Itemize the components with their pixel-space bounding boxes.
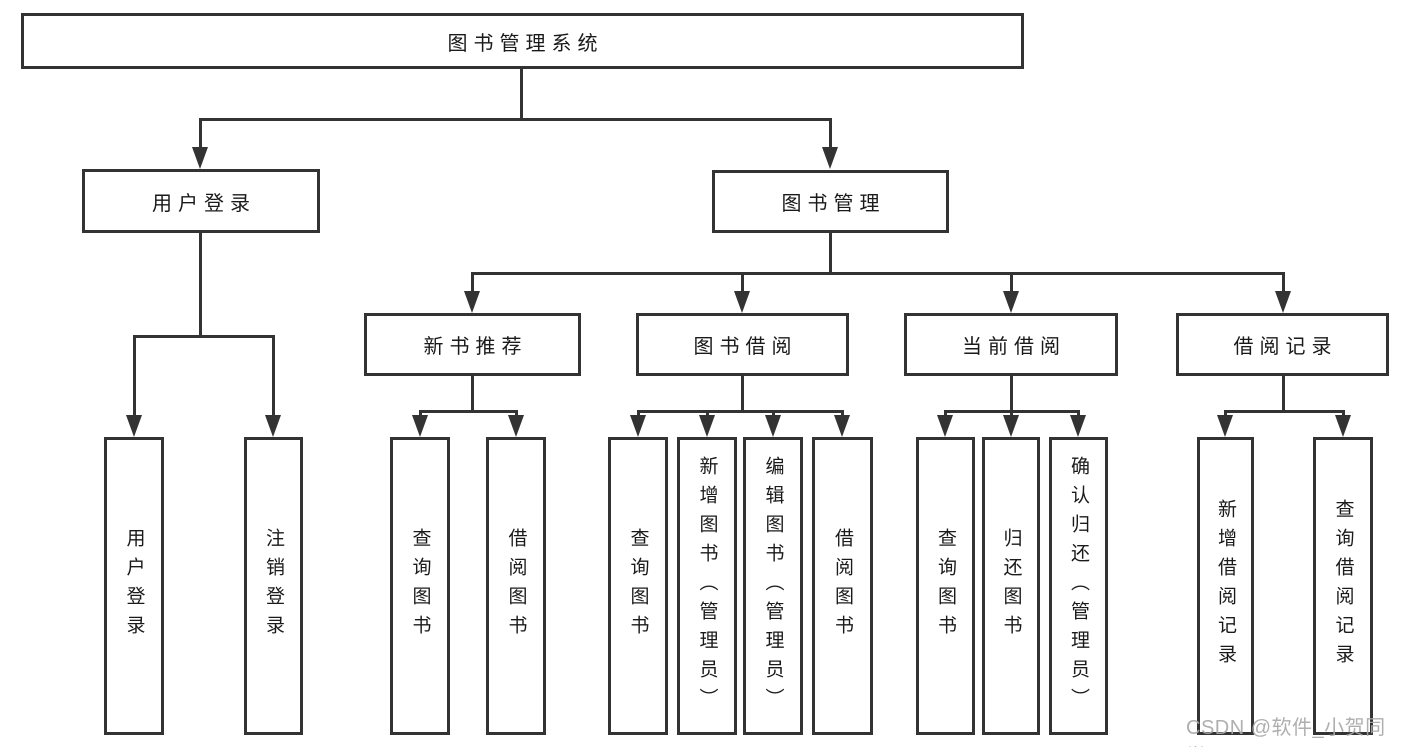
connector-to-query-record: [1342, 410, 1345, 417]
arrowhead-leaf-login: [126, 415, 142, 437]
connector-to-edit-book: [772, 410, 775, 417]
connector-to-borrow-book-2: [841, 410, 844, 417]
node-borrow-record: 借阅记录: [1176, 313, 1389, 376]
node-root-library-system: 图书管理系统: [21, 13, 1024, 69]
leaf-confirm-return-admin: 确认归还（管理员）: [1049, 437, 1108, 735]
connector-borrow-record-stub: [1282, 376, 1285, 410]
connector-to-current-borrow: [1010, 272, 1013, 293]
connector-book-borrow-rail: [637, 410, 843, 413]
connector-to-leaf-login: [133, 335, 136, 417]
connector-to-add-book: [706, 410, 709, 417]
node-book-borrow: 图书借阅: [636, 313, 849, 376]
connector-to-borrow-record: [1282, 272, 1285, 293]
connector-root-stub: [520, 68, 523, 119]
arrowhead-leaf-logout: [265, 415, 281, 437]
arrowhead-user-login: [192, 147, 208, 169]
connector-to-query-book-2: [637, 410, 640, 417]
leaf-logout: 注销登录: [244, 437, 303, 735]
connector-level3-rail: [471, 272, 1284, 275]
node-current-borrow: 当前借阅: [904, 313, 1118, 376]
connector-to-return-book: [1010, 410, 1013, 417]
arrowhead-book-borrow: [734, 291, 750, 313]
leaf-borrow-book-recommend: 借阅图书: [486, 437, 546, 735]
connector-new-book-rail: [419, 410, 517, 413]
arrowhead-new-book: [464, 291, 480, 313]
node-book-management: 图书管理: [712, 170, 949, 233]
connector-to-query-book-3: [944, 410, 947, 417]
arrowhead-borrow-book-2: [834, 415, 850, 437]
arrowhead-confirm-return: [1070, 415, 1086, 437]
leaf-add-borrow-record: 新增借阅记录: [1197, 437, 1254, 735]
arrowhead-borrow-record: [1275, 291, 1291, 313]
connector-to-book-borrow: [741, 272, 744, 293]
csdn-watermark: CSDN @软件_小贺同学: [1186, 717, 1386, 747]
node-user-login: 用户登录: [82, 169, 320, 233]
leaf-return-book: 归还图书: [982, 437, 1040, 735]
arrowhead-return-book: [1003, 415, 1019, 437]
leaf-query-book-borrow: 查询图书: [608, 437, 668, 735]
arrowhead-add-book: [699, 415, 715, 437]
connector-current-borrow-stub: [1010, 376, 1013, 410]
arrowhead-edit-book: [765, 415, 781, 437]
arrowhead-add-record: [1217, 415, 1233, 437]
leaf-borrow-book: 借阅图书: [812, 437, 873, 735]
connector-to-book-management: [829, 118, 832, 149]
arrowhead-query-book-3: [937, 415, 953, 437]
connector-to-query-book-1: [419, 410, 422, 417]
connector-book-management-stub: [829, 232, 832, 272]
connector-to-leaf-logout: [272, 335, 275, 417]
connector-to-user-login: [199, 118, 202, 149]
node-new-book-recommend: 新书推荐: [364, 313, 581, 376]
leaf-query-borrow-record: 查询借阅记录: [1313, 437, 1373, 735]
arrowhead-borrow-book-1: [508, 415, 524, 437]
connector-level2-rail: [199, 118, 832, 121]
leaf-query-book-current: 查询图书: [916, 437, 975, 735]
connector-user-login-rail: [133, 335, 274, 338]
arrowhead-current-borrow: [1003, 291, 1019, 313]
arrowhead-query-book-1: [412, 415, 428, 437]
arrowhead-query-book-2: [630, 415, 646, 437]
connector-to-confirm-return: [1077, 410, 1080, 417]
connector-user-login-stub: [199, 232, 202, 335]
leaf-edit-book-admin: 编辑图书（管理员）: [743, 437, 803, 735]
leaf-query-book-recommend: 查询图书: [390, 437, 450, 735]
connector-to-add-record: [1224, 410, 1227, 417]
connector-borrow-record-rail: [1224, 410, 1344, 413]
arrowhead-book-management: [822, 147, 838, 169]
leaf-user-login: 用户登录: [104, 437, 164, 735]
arrowhead-query-record: [1335, 415, 1351, 437]
connector-to-borrow-book-1: [515, 410, 518, 417]
leaf-add-book-admin: 新增图书（管理员）: [677, 437, 737, 735]
connector-to-new-book: [471, 272, 474, 293]
connector-book-borrow-stub: [741, 376, 744, 410]
connector-new-book-stub: [471, 376, 474, 410]
